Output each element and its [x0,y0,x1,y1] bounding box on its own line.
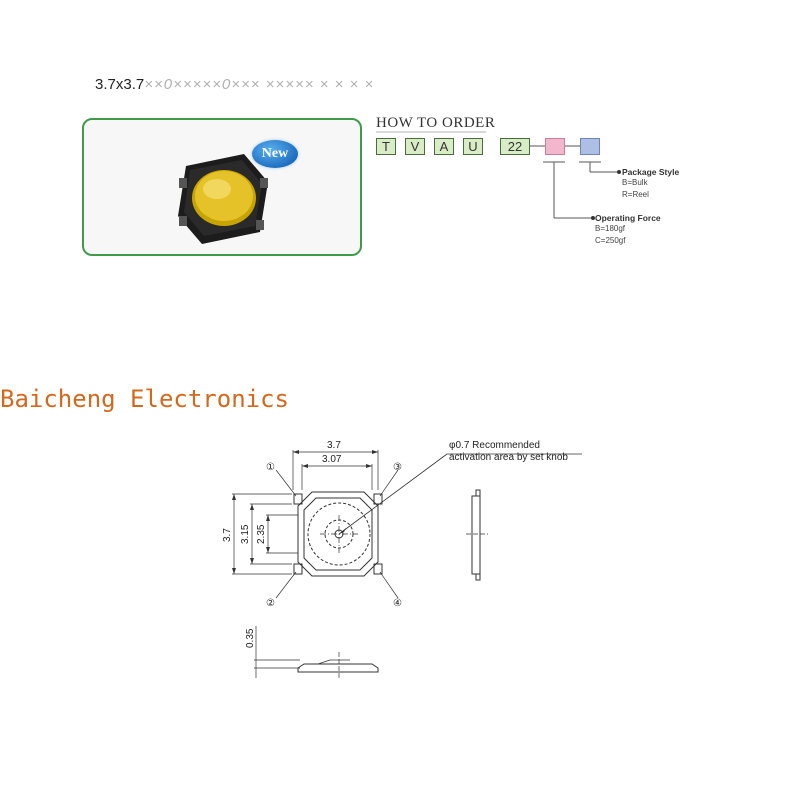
page-title: 3.7x3.7××0×××××0××× ××××× × × × × [95,76,374,93]
dimension-drawing: 3.7 3.07 3.7 3.15 2.35 0.35 φ0.7 Recomme… [222,440,582,680]
pin-3-label: ③ [393,462,402,473]
product-image-frame [82,118,362,256]
package-option-box [580,138,600,155]
package-option-bulk: B=Bulk [622,178,648,187]
package-style-legend: Package Style B=Bulk R=Reel [622,167,679,201]
new-badge: New [252,140,298,168]
dim-width-outer: 3.7 [327,440,341,451]
package-option-reel: R=Reel [622,190,649,199]
title-underline [376,131,486,133]
operating-force-legend: Operating Force B=180gf C=250gf [595,213,661,247]
force-option-250: C=250gf [595,236,626,245]
force-option-box [545,138,565,155]
dim-height-mid: 3.15 [240,524,251,544]
how-to-order-title: HOW TO ORDER [376,115,496,131]
pin-4-label: ④ [393,598,402,609]
package-style-label: Package Style [622,167,680,177]
code-box-1: T [376,138,396,155]
brand-name: Baicheng Electronics [0,385,289,413]
note-line-2: activation area by set knob [449,452,568,463]
tact-switch-photo [178,154,268,244]
pin-1-label: ① [266,462,275,473]
code-box-3: A [434,138,454,155]
pin-2-label: ② [266,598,275,609]
note-line-1: φ0.7 Recommended [449,440,540,451]
dim-height-inner: 2.35 [256,524,267,544]
dim-width-inner: 3.07 [322,454,342,465]
code-box-4: U [463,138,483,155]
force-option-180: B=180gf [595,224,626,233]
code-box-2: V [405,138,425,155]
code-box-5: 22 [500,138,530,155]
operating-force-label: Operating Force [595,213,661,223]
title-main: 3.7x3.7 [95,76,145,93]
title-faded: ××0×××××0××× ××××× × × × × [144,76,375,93]
order-connectors [530,145,621,220]
dim-height-outer: 3.7 [222,528,233,542]
dim-thickness: 0.35 [245,628,256,648]
